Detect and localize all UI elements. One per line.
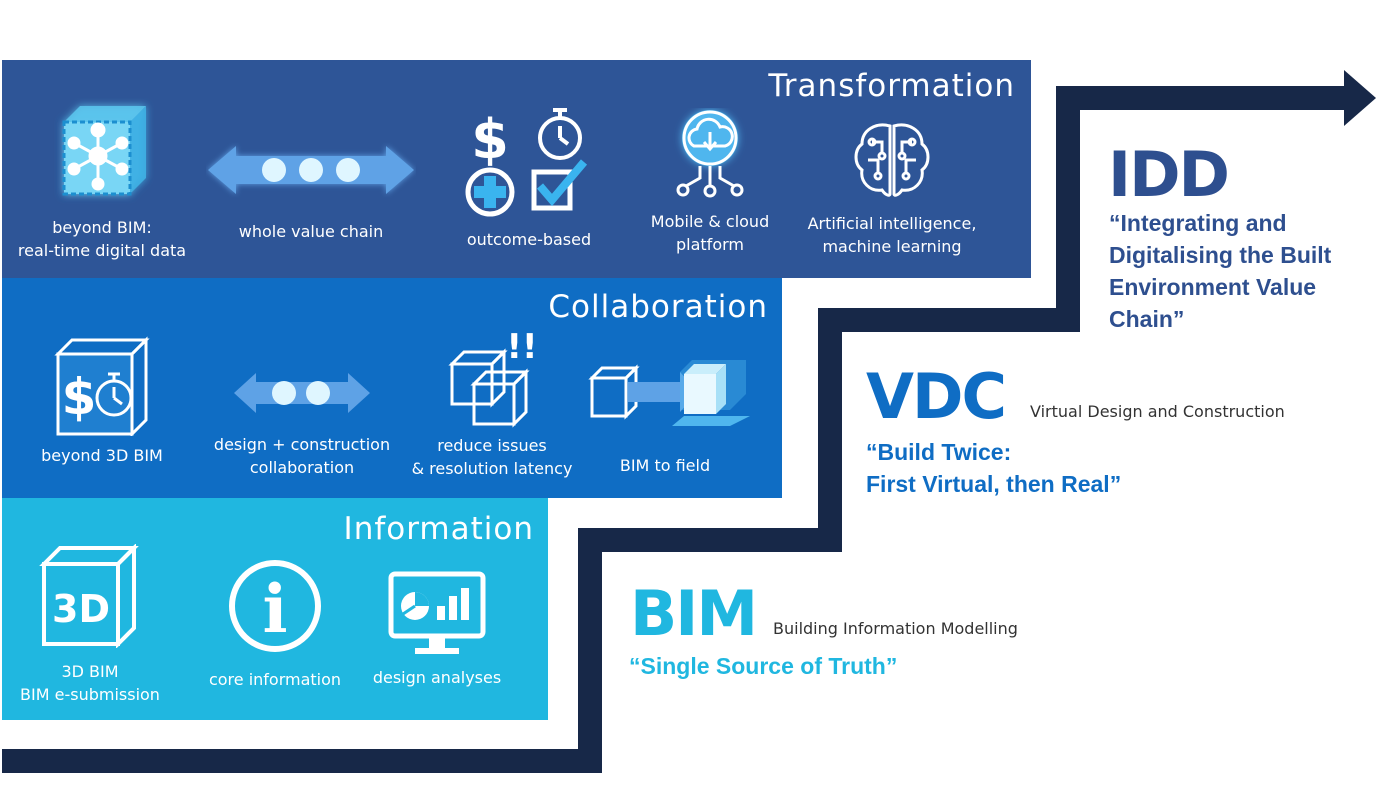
- checkbox-icon: [531, 159, 588, 211]
- whole-value-chain-label: whole value chain: [238, 222, 384, 241]
- 3d-bim-label: 3D BIM BIM e-submission: [20, 662, 160, 704]
- vdc-acronym: VDC: [866, 360, 1007, 433]
- idd-quote: “Integrating and Digitalising the Built …: [1109, 210, 1332, 332]
- reduce-issues-label: reduce issues & resolution latency: [411, 436, 573, 478]
- collaboration-title: Collaboration: [548, 289, 768, 325]
- ai-item: Artificial intelligence, machine learnin…: [802, 120, 982, 258]
- svg-text:$: $: [62, 368, 97, 426]
- ai-label: Artificial intelligence, machine learnin…: [807, 214, 977, 256]
- transformation-title: Transformation: [768, 68, 1015, 104]
- outcome-based-item: $ outcome-based: [454, 106, 604, 251]
- value-chain-arrow-icon: [208, 146, 414, 194]
- design-construction-item: design + construction collaboration: [212, 370, 392, 479]
- arrowhead-icon: [1344, 70, 1376, 126]
- outcome-based-label: outcome-based: [466, 230, 592, 249]
- svg-text:i: i: [262, 570, 287, 648]
- exclamation-icon: !!: [506, 328, 537, 367]
- transformation-band: Transformation beyond B: [2, 60, 1031, 278]
- dollar-icon: $: [471, 108, 509, 171]
- mobile-cloud-label: Mobile & cloud platform: [650, 212, 770, 254]
- bim-acronym: BIM: [630, 577, 758, 650]
- plus-icon: [465, 167, 515, 217]
- reduce-issues-item: !! reduce issues & resolution latency: [402, 328, 582, 480]
- bim-to-field-item: BIM to field: [580, 360, 750, 477]
- vdc-subtitle: Virtual Design and Construction: [1030, 402, 1285, 421]
- 3d-bim-item: 3D 3D BIM BIM e-submission: [2, 544, 178, 706]
- outcome-icons: $: [465, 108, 588, 217]
- design-analyses-label: design analyses: [372, 668, 502, 687]
- design-analyses-item: design analyses: [362, 570, 512, 689]
- vdc-quote: “Build Twice: First Virtual, then Real”: [866, 439, 1122, 497]
- clash-cubes-icon: !!: [448, 328, 538, 428]
- information-title: Information: [343, 511, 534, 547]
- stopwatch-icon: [538, 108, 582, 160]
- design-construction-label: design + construction collaboration: [213, 435, 391, 477]
- network-cube-icon: [62, 106, 146, 196]
- beyond-3d-bim-item: $ beyond 3D BIM: [12, 336, 192, 467]
- beyond-3d-bim-label: beyond 3D BIM: [41, 446, 163, 465]
- core-information-item: i core information: [200, 558, 350, 691]
- cloud-download-icon: [676, 110, 744, 198]
- idd-acronym: IDD: [1108, 138, 1230, 211]
- bim-to-field-label: BIM to field: [619, 456, 711, 475]
- beyond-bim-item: beyond BIM: real-time digital data: [2, 98, 202, 262]
- whole-value-chain-item: whole value chain: [206, 142, 416, 243]
- bim-to-field-icon: [588, 360, 750, 426]
- monitor-chart-icon: [388, 571, 486, 654]
- collaboration-band: Collaboration $ beyond 3D BIM design + c…: [2, 278, 782, 498]
- information-band: Information 3D 3D BIM BIM e-submission i…: [2, 498, 548, 720]
- collaboration-arrow-icon: [234, 373, 370, 413]
- bim-quote: “Single Source of Truth”: [629, 653, 898, 679]
- svg-text:3D: 3D: [52, 587, 110, 631]
- bim-subtitle: Building Information Modelling: [773, 619, 1018, 638]
- cost-time-cube-icon: $: [54, 336, 150, 436]
- brain-circuit-icon: [854, 123, 930, 197]
- beyond-bim-label: beyond BIM: real-time digital data: [17, 218, 187, 260]
- 3d-cube-icon: 3D: [39, 544, 139, 648]
- info-icon: i: [229, 560, 321, 652]
- mobile-cloud-item: Mobile & cloud platform: [640, 108, 780, 256]
- core-information-label: core information: [208, 670, 342, 689]
